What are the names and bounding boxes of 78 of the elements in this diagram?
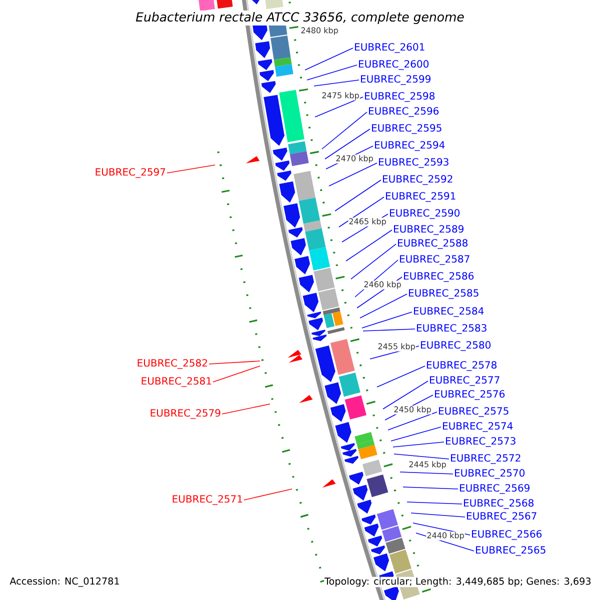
gene-label: EUBREC_2591 [386, 192, 456, 202]
gene-label: EUBREC_2581 [142, 377, 212, 387]
position-label: 2480 kbp [300, 26, 339, 36]
gene-label: EUBREC_2592 [383, 175, 452, 185]
leader-line [322, 112, 368, 150]
gene-label: EUBREC_2585 [409, 289, 478, 299]
leader-line [334, 180, 382, 212]
leader-line [390, 426, 442, 442]
leader-line [360, 294, 408, 318]
gene-label: EUBREC_2600 [359, 60, 429, 70]
position-label: 2475 kbp [321, 92, 360, 100]
leader-line [400, 472, 454, 474]
leader-line [350, 244, 396, 280]
leader-line [244, 488, 292, 500]
gene-label: EUBREC_2579 [150, 409, 220, 419]
gene-label: EUBREC_2574 [443, 422, 513, 432]
gene-label: EUBREC_2573 [446, 437, 516, 447]
gene-label: EUBREC_2570 [455, 469, 525, 479]
leader-line [362, 312, 412, 328]
gene-label: EUBREC_2587 [400, 255, 470, 265]
position-label: 2445 kbp [408, 460, 447, 470]
accession-text: Accession: NC_012781 [9, 576, 120, 588]
gene-label: EUBREC_2571 [172, 495, 242, 505]
gene-label: EUBREC_2576 [435, 390, 505, 400]
gene-label: EUBREC_2565 [476, 546, 546, 556]
leader-line [314, 96, 364, 118]
gene-label: EUBREC_2569 [460, 484, 530, 494]
gene-label: EUBREC_2595 [372, 124, 442, 134]
gene-label: EUBREC_2594 [375, 141, 445, 151]
gene-label: EUBREC_2601 [355, 43, 424, 53]
position-label: 2450 kbp [393, 406, 432, 414]
leader-line [166, 164, 216, 174]
leader-line [394, 454, 450, 460]
leader-line [376, 366, 426, 388]
leader-line [314, 80, 360, 86]
gene-label: EUBREC_2584 [414, 307, 484, 317]
genome-info-text: Topology: circular; Length: 3,449,685 bp; Genes: 3,693 [324, 576, 592, 588]
gene-label: EUBREC_2572 [451, 454, 520, 464]
gene-label: EUBREC_2583 [417, 324, 486, 334]
position-label: 2465 kbp [348, 218, 387, 226]
leader-line [388, 412, 438, 430]
title: Eubacterium rectale ATCC 33656, complete genome [134, 10, 466, 26]
leader-line [406, 502, 462, 504]
leader-line [222, 404, 270, 414]
gene-label: EUBREC_2582 [138, 359, 207, 369]
gene-label: EUBREC_2566 [472, 530, 542, 540]
gene-label: EUBREC_2567 [467, 512, 536, 522]
leader-line [212, 366, 260, 382]
gene-label: EUBREC_2575 [439, 407, 508, 417]
leader-line [362, 328, 416, 332]
gene-label: EUBREC_2599 [361, 75, 430, 85]
leader-line [208, 360, 260, 364]
gene-label: EUBREC_2568 [464, 499, 534, 509]
leader-line [382, 380, 428, 410]
gene-label: EUBREC_2577 [430, 376, 500, 386]
gene-label: EUBREC_2598 [365, 92, 434, 102]
gene-label: EUBREC_2580 [421, 341, 491, 351]
gene-label: EUBREC_2589 [394, 225, 464, 235]
leader-line [324, 128, 370, 160]
leader-line [346, 230, 392, 262]
gene-label: EUBREC_2578 [427, 361, 496, 371]
gene-label: EUBREC_2597 [96, 168, 166, 178]
position-label: 2470 kbp [335, 154, 374, 164]
leader-line [306, 64, 358, 80]
leader-line [304, 48, 354, 70]
gene-label: EUBREC_2586 [404, 272, 474, 282]
position-label: 2455 kbp [377, 342, 416, 352]
leader-line [410, 512, 466, 518]
position-label: 2440 kbp [426, 532, 465, 540]
leader-line [392, 442, 444, 448]
gene-label: EUBREC_2588 [398, 239, 468, 249]
gene-label: EUBREC_2593 [379, 158, 448, 168]
leader-line [402, 486, 458, 490]
leader-line [328, 162, 378, 186]
gene-label: EUBREC_2590 [390, 209, 460, 219]
position-label: 2460 kbp [363, 280, 402, 290]
leader-line [338, 196, 384, 228]
gene-label: EUBREC_2596 [369, 107, 439, 117]
